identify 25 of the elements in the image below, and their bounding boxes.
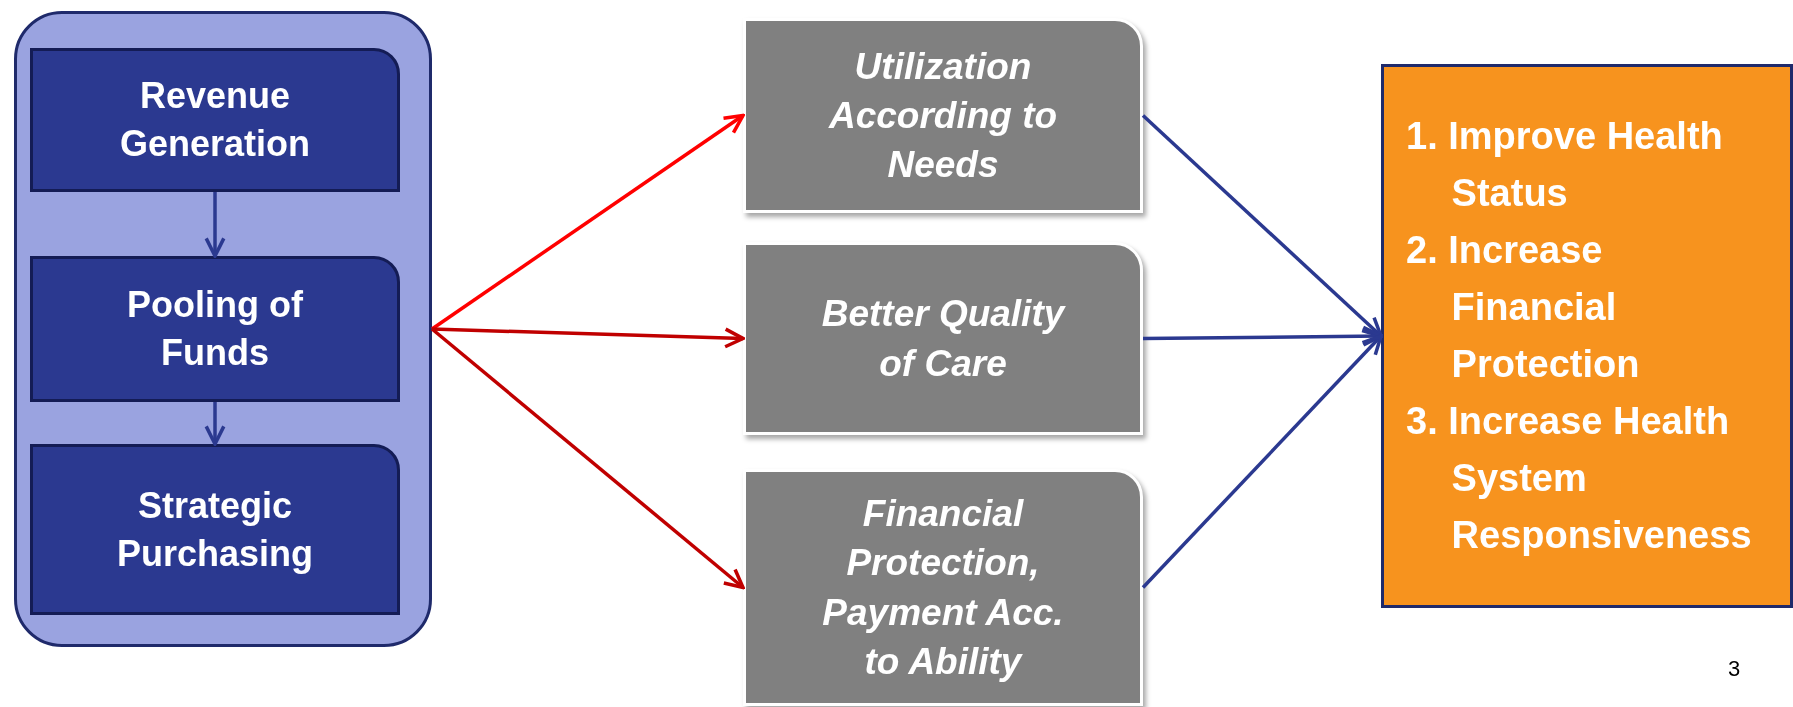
node-label: Strategic Purchasing: [115, 483, 315, 576]
node-label: Better Quality of Care: [820, 292, 1067, 386]
arrow: [204, 402, 226, 446]
node-label: Financial Protection, Payment Acc. to Ability: [821, 492, 1065, 684]
arrow: [1141, 114, 1383, 338]
arrow: [431, 327, 745, 349]
outcome-box: [743, 18, 1143, 213]
arrow: [431, 113, 745, 331]
process-box: [30, 48, 400, 192]
node-label: Utilization According to Needs: [827, 44, 1059, 188]
node-label: Revenue Generation: [118, 74, 311, 166]
goals-box: [1381, 64, 1793, 608]
outcome-box: [743, 469, 1143, 706]
group-panel: [14, 11, 432, 647]
process-box: [30, 444, 400, 615]
arrow: [1141, 334, 1383, 589]
goal-item: 1. Improve Health Status: [1406, 114, 1724, 216]
arrow: [204, 192, 226, 258]
arrow: [430, 327, 745, 590]
goal-item: 2. Increase Financial Protection: [1406, 228, 1641, 387]
node-label: Pooling of Funds: [126, 283, 304, 375]
outcome-box: [743, 242, 1143, 435]
page-number: 3: [1728, 656, 1741, 682]
process-box: [30, 256, 400, 402]
goal-item: 3. Increase Health System Responsiveness: [1406, 399, 1752, 558]
